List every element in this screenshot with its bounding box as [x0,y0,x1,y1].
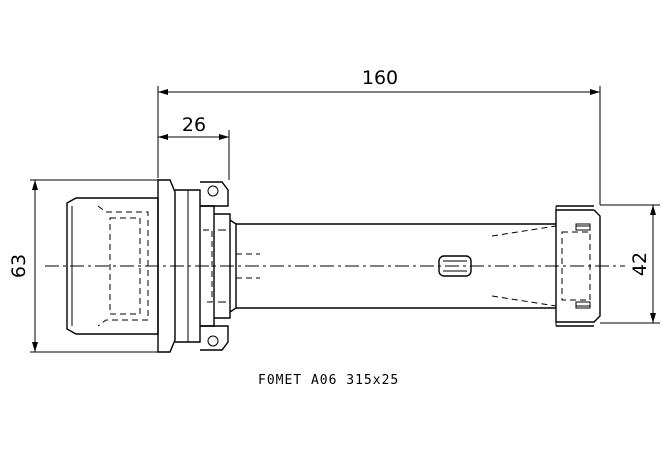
dimension-nut-diameter: 42 [600,204,660,324]
nut-diameter-label: 42 [629,252,651,276]
part-caption: F0MET A06 315x25 [258,373,399,388]
extension-shank [236,223,557,309]
dimension-overall-length: 160 [157,67,601,205]
flange-body [66,179,237,353]
collet-nut [555,205,601,327]
dimension-flange-diameter: 63 [8,179,164,353]
dimension-flange-length: 26 [158,114,230,180]
flange-diameter-label: 63 [8,254,30,278]
flange-length-label: 26 [182,114,206,136]
overall-length-label: 160 [362,67,398,89]
coolant-screw [438,255,472,277]
